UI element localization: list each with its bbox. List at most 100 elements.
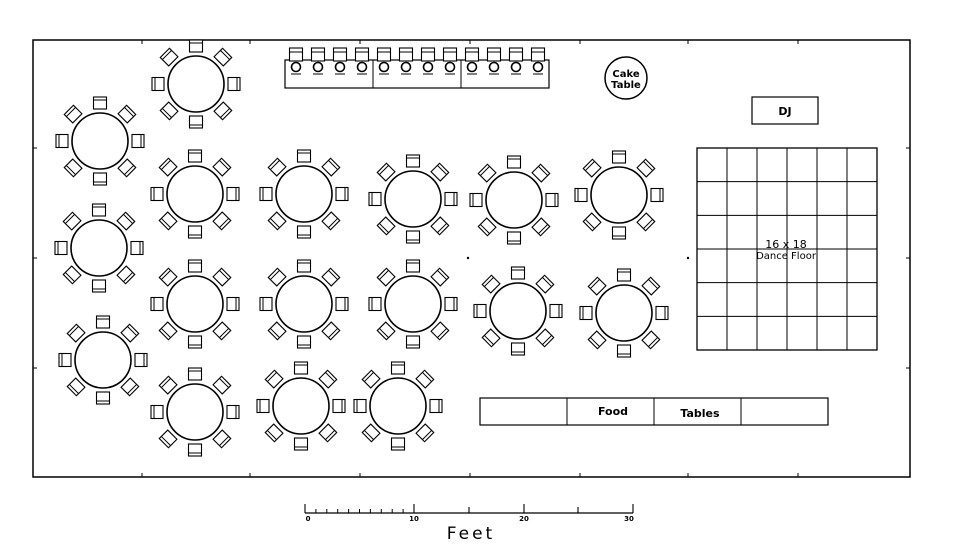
scale-tick-label: 10 (409, 515, 419, 523)
chair (158, 375, 178, 395)
chair (227, 76, 241, 92)
dj-booth: DJ (751, 96, 819, 125)
chair (293, 437, 309, 451)
chair (587, 276, 607, 296)
chair (66, 377, 86, 397)
chair (120, 323, 140, 343)
chair (158, 267, 178, 287)
chair (506, 155, 522, 169)
chair (535, 274, 555, 294)
table-top (384, 170, 442, 228)
chair (611, 150, 627, 164)
head-table (284, 47, 550, 89)
round-table (256, 361, 346, 451)
food-tables: Food Tables (479, 397, 829, 426)
head-table-chair (354, 47, 370, 75)
scale-tick-label: 20 (519, 515, 529, 523)
chair (134, 352, 148, 368)
chair (158, 429, 178, 449)
chair (430, 162, 450, 182)
chair (62, 211, 82, 231)
chair (335, 186, 349, 202)
chair (91, 279, 107, 293)
chair (256, 398, 270, 414)
chair (187, 367, 203, 381)
chair (510, 342, 526, 356)
table-top (70, 219, 128, 277)
chair (62, 265, 82, 285)
table-top (275, 275, 333, 333)
scale-bar-ticks (304, 504, 634, 513)
chair (150, 296, 164, 312)
chair (444, 191, 458, 207)
table-top (166, 165, 224, 223)
chair (481, 274, 501, 294)
table-top (489, 282, 547, 340)
cake-label: Table (611, 80, 641, 91)
chair (212, 429, 232, 449)
chair (430, 216, 450, 236)
table-top (167, 55, 225, 113)
chair (116, 265, 136, 285)
chair (405, 259, 421, 273)
chair (368, 191, 382, 207)
head-table-chair (464, 47, 480, 75)
head-table-chair (420, 47, 436, 75)
head-table-chair (288, 47, 304, 75)
chair (587, 330, 607, 350)
table-top (590, 166, 648, 224)
chair (415, 369, 435, 389)
dance-floor-label: Dance Floor (756, 251, 817, 262)
round-table (150, 149, 240, 239)
chair (213, 47, 233, 67)
chair (158, 321, 178, 341)
round-table (579, 268, 669, 358)
chair (293, 361, 309, 375)
chair (582, 212, 602, 232)
wall-markers (33, 40, 910, 477)
chair (616, 344, 632, 358)
round-table (368, 154, 458, 244)
table-top (485, 171, 543, 229)
chair (91, 203, 107, 217)
chair (405, 154, 421, 168)
chair (574, 187, 588, 203)
chair (63, 104, 83, 124)
chair (636, 158, 656, 178)
scale-unit-label: Feet (447, 524, 495, 544)
chair (212, 157, 232, 177)
head-table-chair (376, 47, 392, 75)
chair (405, 230, 421, 244)
chair (549, 303, 563, 319)
chair (611, 226, 627, 240)
chair (318, 369, 338, 389)
chair (92, 172, 108, 186)
chair (477, 163, 497, 183)
dj-box (751, 96, 819, 125)
table-top (384, 275, 442, 333)
head-table-chair (486, 47, 502, 75)
chair (579, 305, 593, 321)
chair (321, 157, 341, 177)
scale-tick-label: 30 (624, 515, 634, 523)
chair (296, 225, 312, 239)
scale-bar: 0 10 20 30 Feet (304, 504, 634, 544)
chair (158, 157, 178, 177)
chair (390, 437, 406, 451)
table-top (595, 284, 653, 342)
chair (188, 115, 204, 129)
chair (376, 321, 396, 341)
round-table (150, 259, 240, 349)
table-top (275, 165, 333, 223)
chair (321, 267, 341, 287)
chair (120, 377, 140, 397)
chair (213, 101, 233, 121)
dj-label: DJ (778, 105, 791, 118)
chair (368, 296, 382, 312)
chair (264, 423, 284, 443)
round-table (259, 149, 349, 239)
head-table-chair (442, 47, 458, 75)
chair (158, 211, 178, 231)
chair (321, 211, 341, 231)
